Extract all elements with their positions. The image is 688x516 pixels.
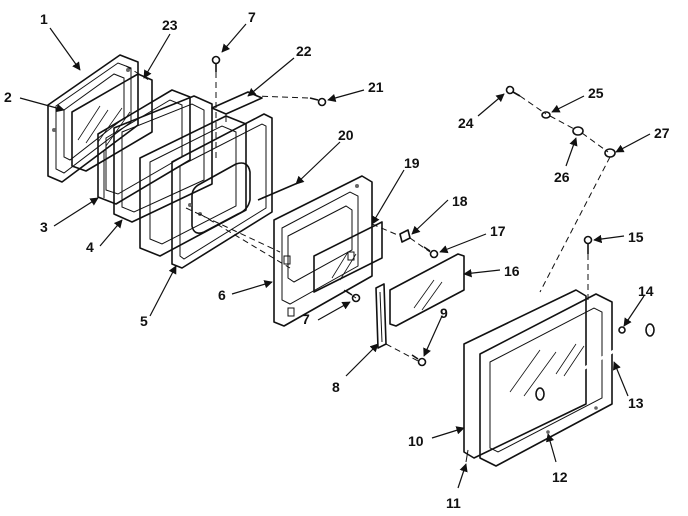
callout-23: 23 (162, 17, 178, 33)
callout-14: 14 (638, 283, 654, 299)
part-26-spacer (572, 126, 584, 136)
part-21-screw (309, 97, 327, 107)
callout-15: 15 (628, 229, 644, 245)
part-24-screw (505, 85, 521, 97)
part-8-hinge-channel (375, 283, 387, 349)
callout-16: 16 (504, 263, 520, 279)
callout-10: 10 (408, 433, 424, 449)
callout-7-lower: 7 (302, 311, 310, 327)
part-12-door-frame (479, 293, 613, 467)
callout-8: 8 (332, 379, 340, 395)
callout-13: 13 (628, 395, 644, 411)
callout-20: 20 (338, 127, 354, 143)
callout-1: 1 (40, 11, 48, 27)
callout-6: 6 (218, 287, 226, 303)
callout-18: 18 (452, 193, 468, 209)
callout-11: 11 (446, 495, 461, 511)
callout-25: 25 (588, 85, 604, 101)
part-9-screw (411, 354, 427, 367)
part-7-screw-upper (211, 55, 221, 72)
callout-4: 4 (86, 239, 94, 255)
part-27-washer (604, 148, 616, 158)
part-5-door-liner (171, 113, 273, 269)
part-14-screw (618, 326, 626, 334)
part-11-spacer (465, 449, 469, 463)
part-4-door-gasket (113, 95, 213, 223)
callout-21: 21 (368, 79, 384, 95)
part-22-top-bracket (211, 91, 263, 122)
part-6-window-frame (273, 175, 373, 327)
callout-5: 5 (140, 313, 148, 329)
callout-27: 27 (654, 125, 670, 141)
part-16-outer-glass (389, 253, 465, 327)
part-15-screw (583, 235, 593, 254)
callout-labels: 1 2 3 4 5 6 7 7 8 9 10 11 12 13 14 15 16… (4, 9, 670, 511)
part-17-screw (423, 246, 439, 259)
callout-19: 19 (404, 155, 420, 171)
part-23-inner-glass (71, 73, 153, 172)
part-3-glass-retainer (97, 89, 191, 205)
callout-24: 24 (458, 115, 474, 131)
callout-leaders (19, 23, 651, 489)
callout-12: 12 (552, 469, 568, 485)
part-25-washer (541, 111, 551, 119)
callout-7-upper: 7 (248, 9, 256, 25)
part-insulation-liner (139, 115, 247, 257)
callout-22: 22 (296, 43, 312, 59)
part-19-window-glass (313, 221, 383, 293)
part-13-door-handle (535, 323, 655, 401)
callout-9: 9 (440, 305, 448, 321)
callout-2: 2 (4, 89, 12, 105)
callout-26: 26 (554, 169, 570, 185)
part-10-outer-door (463, 289, 587, 459)
assembly-lines (125, 65, 611, 363)
callout-3: 3 (40, 219, 48, 235)
part-18-clip (399, 229, 411, 243)
callout-17: 17 (490, 223, 506, 239)
